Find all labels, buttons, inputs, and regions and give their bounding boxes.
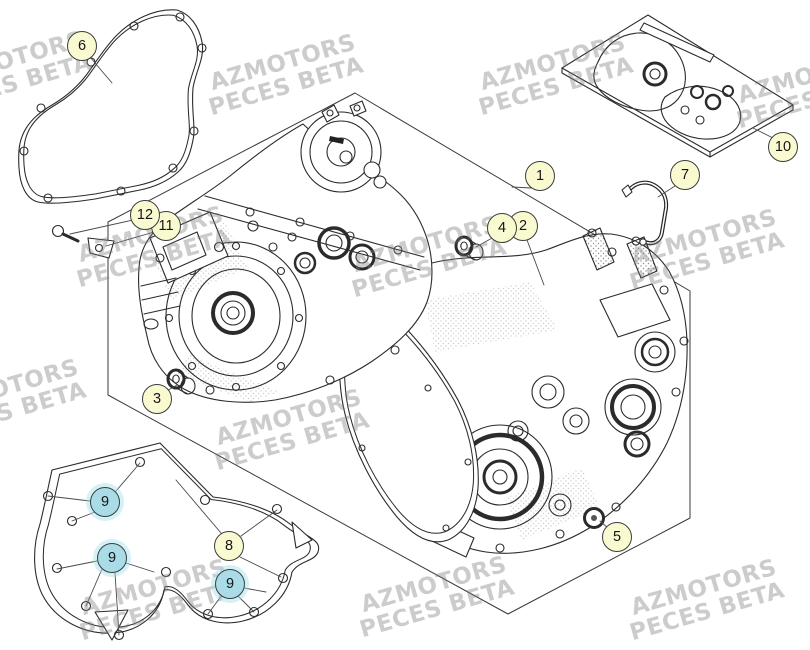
clutch-cover-gasket-art [18, 9, 207, 204]
left-crankcase-art [138, 100, 433, 403]
gasket-kit-art [561, 14, 794, 158]
gasket-bolt-holes [42, 456, 289, 641]
oil-seal-plug [583, 507, 605, 529]
callout-9[interactable]: 9 [97, 543, 127, 573]
callout-1[interactable]: 1 [525, 161, 555, 191]
callout-8[interactable]: 8 [214, 531, 244, 561]
callout-10[interactable]: 10 [768, 132, 798, 162]
callout-3[interactable]: 3 [142, 384, 172, 414]
gasket-bolt-holes [19, 12, 207, 203]
callout-9[interactable]: 9 [215, 569, 245, 599]
callout-9[interactable]: 9 [90, 487, 120, 517]
retainer-bracket [87, 237, 115, 259]
dowel-bushing-lower [166, 368, 196, 395]
assembly-bounding-box [107, 92, 691, 615]
callout-7[interactable]: 7 [670, 160, 700, 190]
callout-5[interactable]: 5 [602, 522, 632, 552]
bracket-bolt [51, 224, 80, 243]
ignition-cover-boss [300, 100, 387, 193]
breather-tube-art [621, 180, 669, 246]
callout-12[interactable]: 12 [130, 200, 160, 230]
dowel-bushing-upper [454, 235, 484, 261]
callout-6[interactable]: 6 [67, 31, 97, 61]
callout-4[interactable]: 4 [487, 213, 517, 243]
crankcase-center-gasket-art [34, 442, 320, 641]
